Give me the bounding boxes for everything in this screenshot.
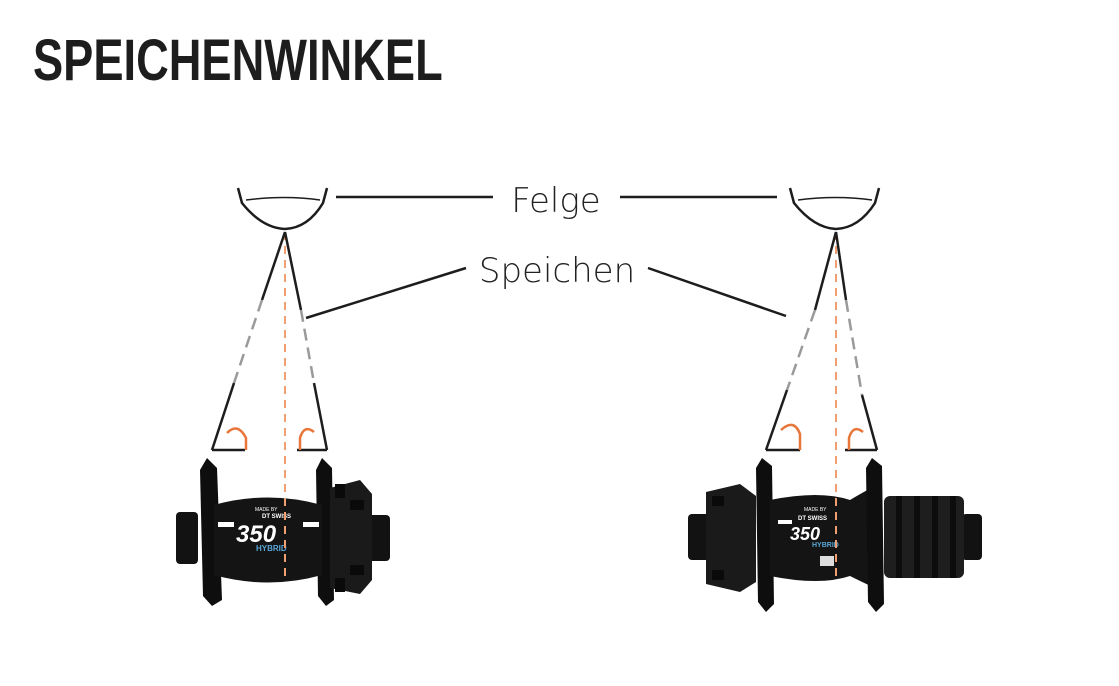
page-title: SPEICHENWINKEL bbox=[33, 28, 443, 93]
spokes-leader-left bbox=[305, 266, 467, 320]
front-spoke-right-top bbox=[283, 231, 303, 311]
front-spoke-left-mid bbox=[232, 299, 264, 384]
rear-rim bbox=[788, 187, 881, 231]
front-spoke-left-top bbox=[260, 231, 287, 301]
rear-spoke-left-top bbox=[813, 231, 838, 311]
front-hub: MADE BY DT SWISS 350 HYBRID bbox=[176, 458, 390, 606]
front-angle-arc-left bbox=[226, 427, 248, 450]
rear-hub-model: 350 bbox=[790, 524, 820, 544]
rear-hub-brand: DT SWISS bbox=[798, 516, 827, 522]
rear-spoke-right-top bbox=[834, 231, 848, 301]
front-hub-brand: DT SWISS bbox=[262, 514, 291, 520]
front-rim bbox=[236, 187, 329, 231]
front-hub-variant: HYBRID bbox=[256, 544, 287, 553]
spokes-label: Speichen bbox=[479, 251, 635, 291]
rear-spoke-left-bottom bbox=[764, 389, 789, 451]
spokes-leader-right bbox=[647, 266, 787, 318]
rim-label: Felge bbox=[511, 181, 600, 221]
rear-hub-variant: HYBRID bbox=[812, 542, 839, 549]
front-spoke-right-mid bbox=[299, 309, 316, 384]
front-hub-made-by: MADE BY bbox=[255, 507, 278, 513]
front-hub-model: 350 bbox=[236, 521, 277, 548]
rear-spoke-right-mid bbox=[844, 299, 864, 396]
front-spoke-left-bottom bbox=[210, 382, 236, 451]
rear-wheel-diagram: MADE BY DT SWISS 350 HYBRID bbox=[688, 187, 982, 612]
labels: Felge Speichen bbox=[305, 181, 787, 320]
rear-spoke-right-bottom bbox=[860, 394, 879, 451]
rear-angle-arc-right bbox=[847, 427, 864, 450]
front-wheel-diagram: MADE BY DT SWISS 350 HYBRID bbox=[176, 187, 390, 606]
front-spoke-right-bottom bbox=[312, 382, 329, 451]
rear-spoke-left-mid bbox=[785, 309, 817, 391]
rear-angle-arc-left bbox=[780, 423, 802, 450]
rear-hub: MADE BY DT SWISS 350 HYBRID bbox=[688, 458, 982, 612]
rear-hub-made-by: MADE BY bbox=[804, 507, 827, 513]
front-angle-arc-right bbox=[298, 427, 315, 450]
